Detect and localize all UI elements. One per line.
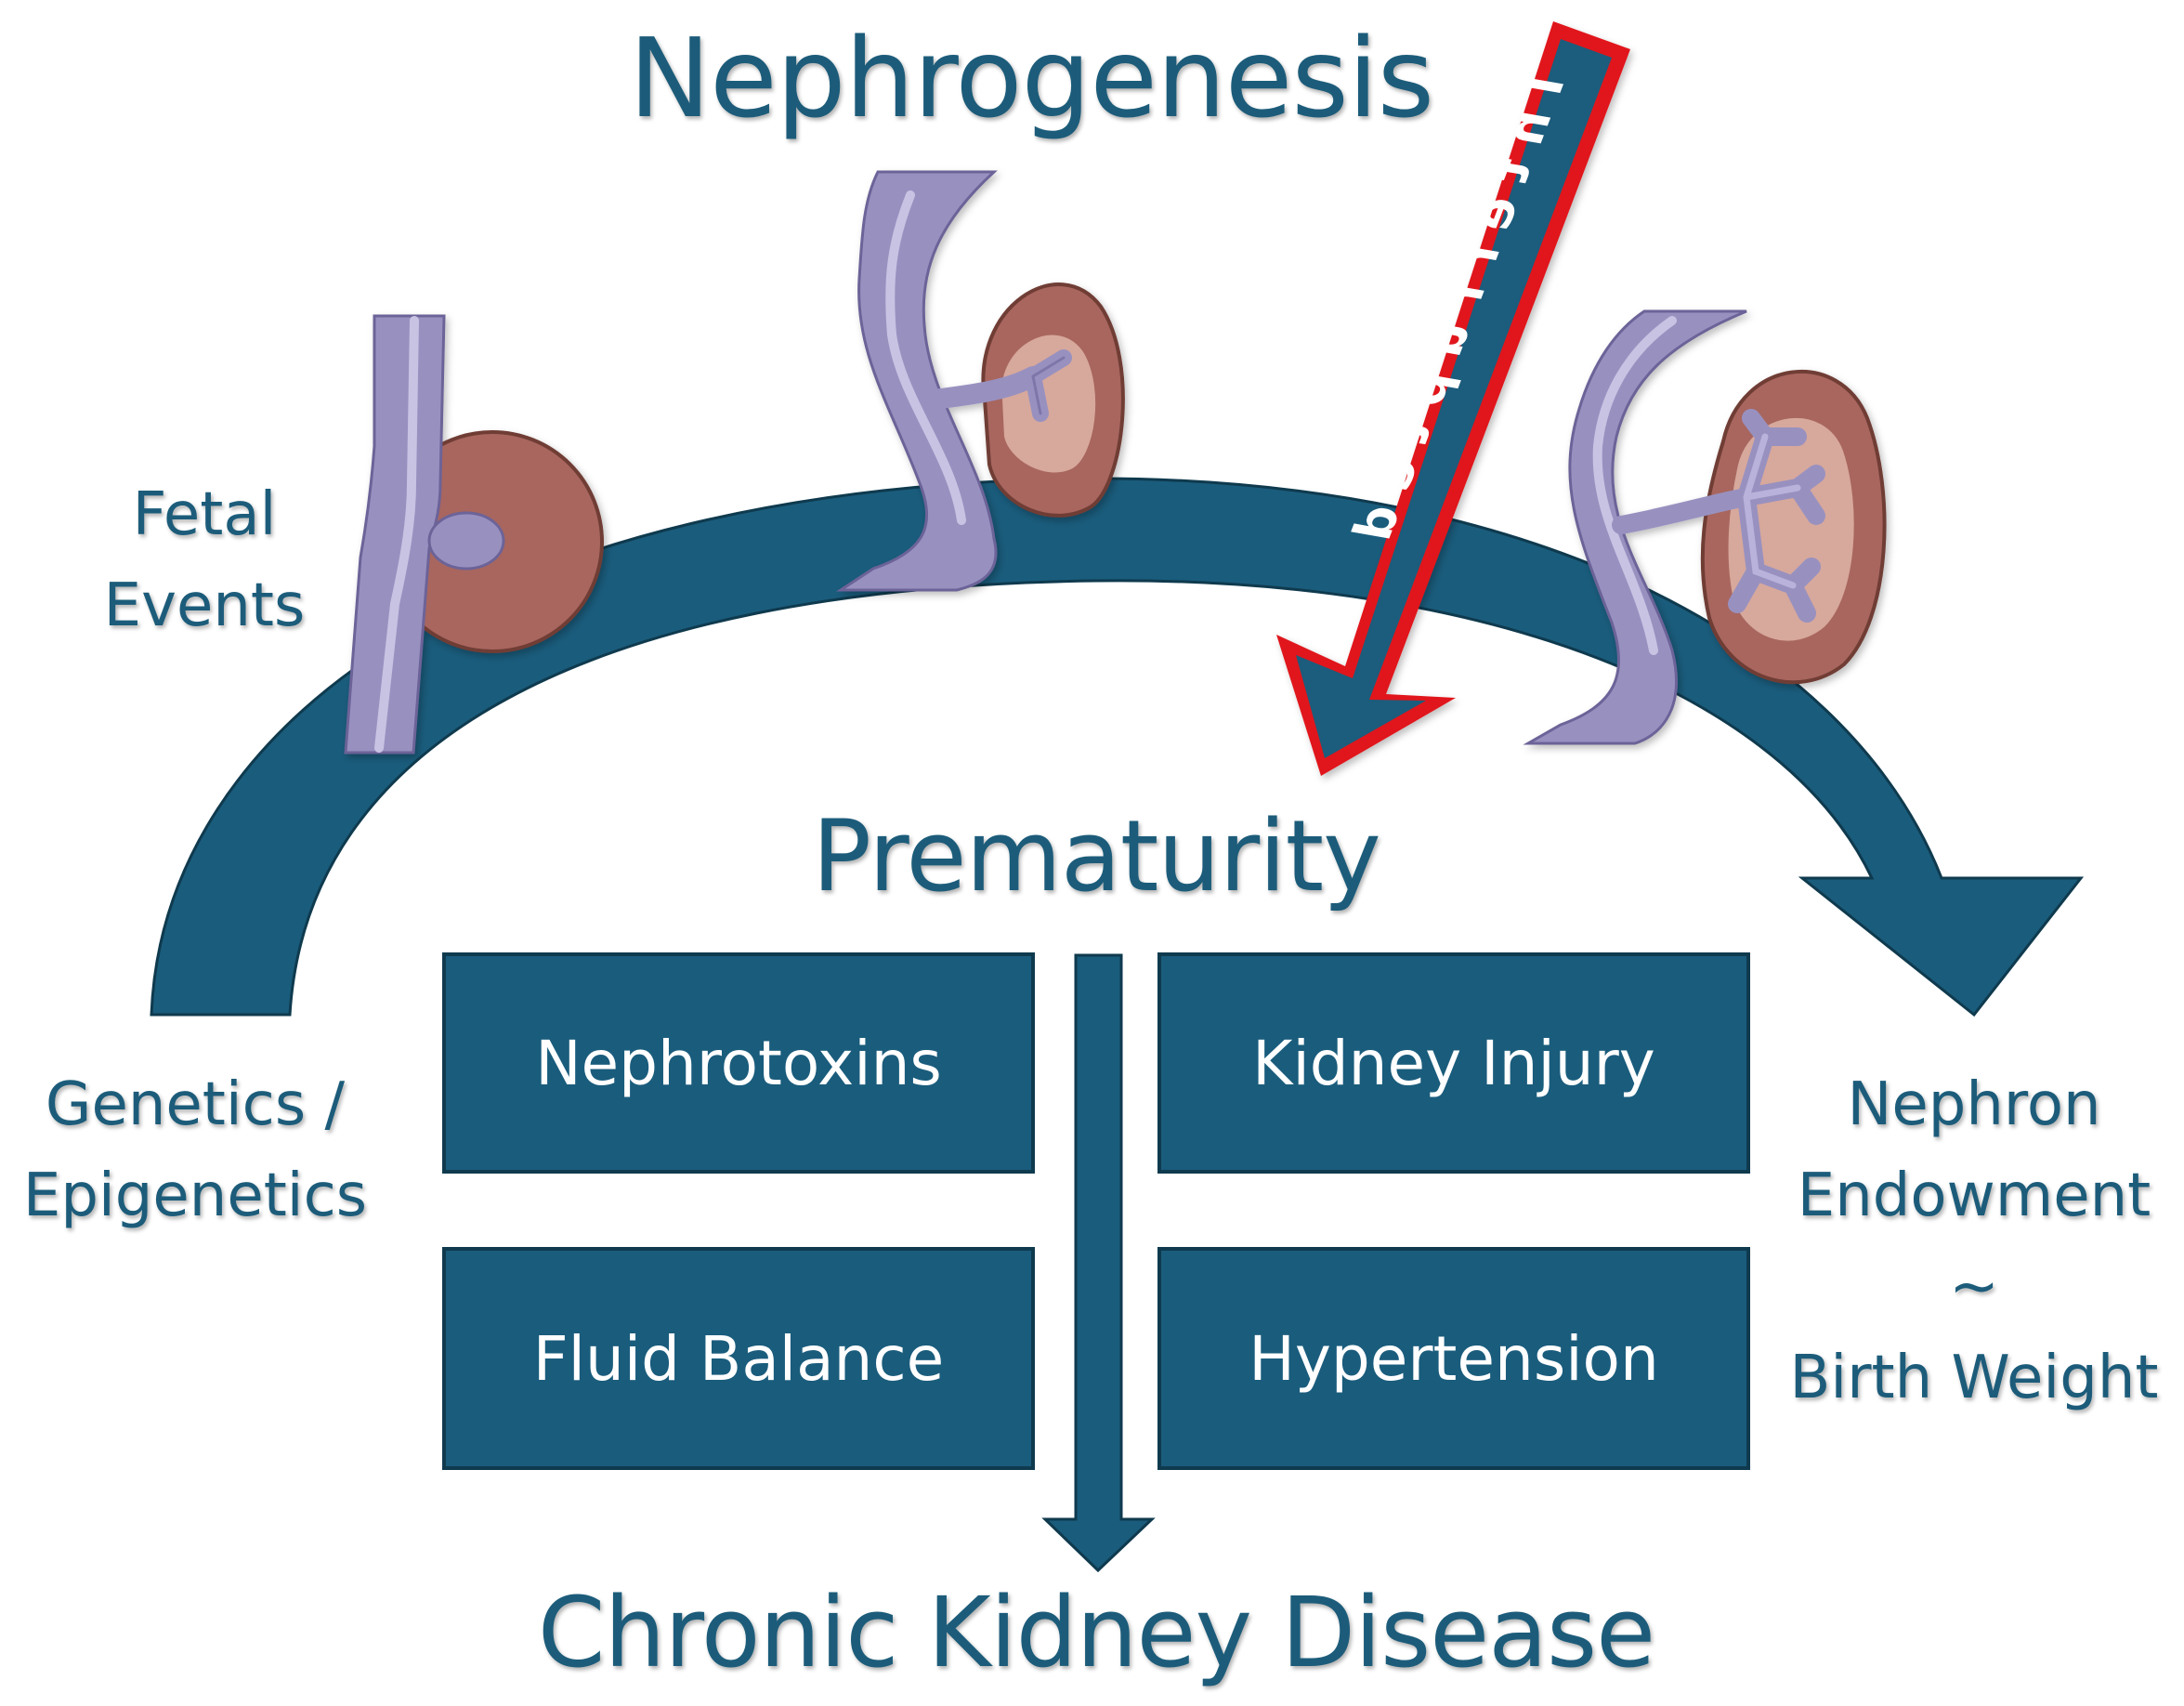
down-arrow-icon bbox=[1041, 953, 1156, 1573]
nephron-endowment-label: Nephron Endowment ~ Birth Weight bbox=[1770, 1059, 2178, 1424]
nephron-endowment-line-2: Endowment bbox=[1797, 1161, 2151, 1230]
factor-label-hypertension: Hypertension bbox=[1249, 1322, 1659, 1395]
factor-box-hypertension: Hypertension bbox=[1157, 1247, 1750, 1470]
nephron-endowment-line-4: Birth Weight bbox=[1789, 1344, 2159, 1412]
factor-box-nephrotoxins: Nephrotoxins bbox=[442, 952, 1035, 1174]
outcome-label: Chronic Kidney Disease bbox=[537, 1576, 1655, 1689]
genetics-label: Genetics / Epigenetics bbox=[0, 1059, 390, 1241]
kidney-stage-2-icon bbox=[835, 170, 1125, 592]
interrupted-arrow-icon bbox=[1276, 21, 1630, 776]
fetal-events-label: Fetal Events bbox=[74, 469, 334, 651]
genetics-line-2: Epigenetics bbox=[22, 1161, 368, 1230]
factor-box-fluid-balance: Fluid Balance bbox=[442, 1247, 1035, 1470]
nephron-endowment-line-3: ~ bbox=[1949, 1253, 1999, 1321]
nephron-endowment-line-1: Nephron bbox=[1847, 1070, 2101, 1139]
factor-label-fluid-balance: Fluid Balance bbox=[532, 1322, 945, 1395]
factor-label-nephrotoxins: Nephrotoxins bbox=[535, 1027, 942, 1099]
genetics-line-1: Genetics / bbox=[45, 1070, 346, 1139]
kidney-stage-1-icon bbox=[344, 314, 604, 755]
diagram-title: Nephrogenesis bbox=[628, 14, 1434, 142]
factor-label-kidney-injury: Kidney Injury bbox=[1252, 1027, 1655, 1099]
fetal-events-line-2: Events bbox=[103, 571, 306, 640]
fetal-events-line-1: Fetal bbox=[132, 480, 277, 549]
factor-box-kidney-injury: Kidney Injury bbox=[1157, 952, 1750, 1174]
kidney-stage-3-icon bbox=[1523, 309, 1887, 745]
prematurity-label: Prematurity bbox=[812, 799, 1381, 913]
